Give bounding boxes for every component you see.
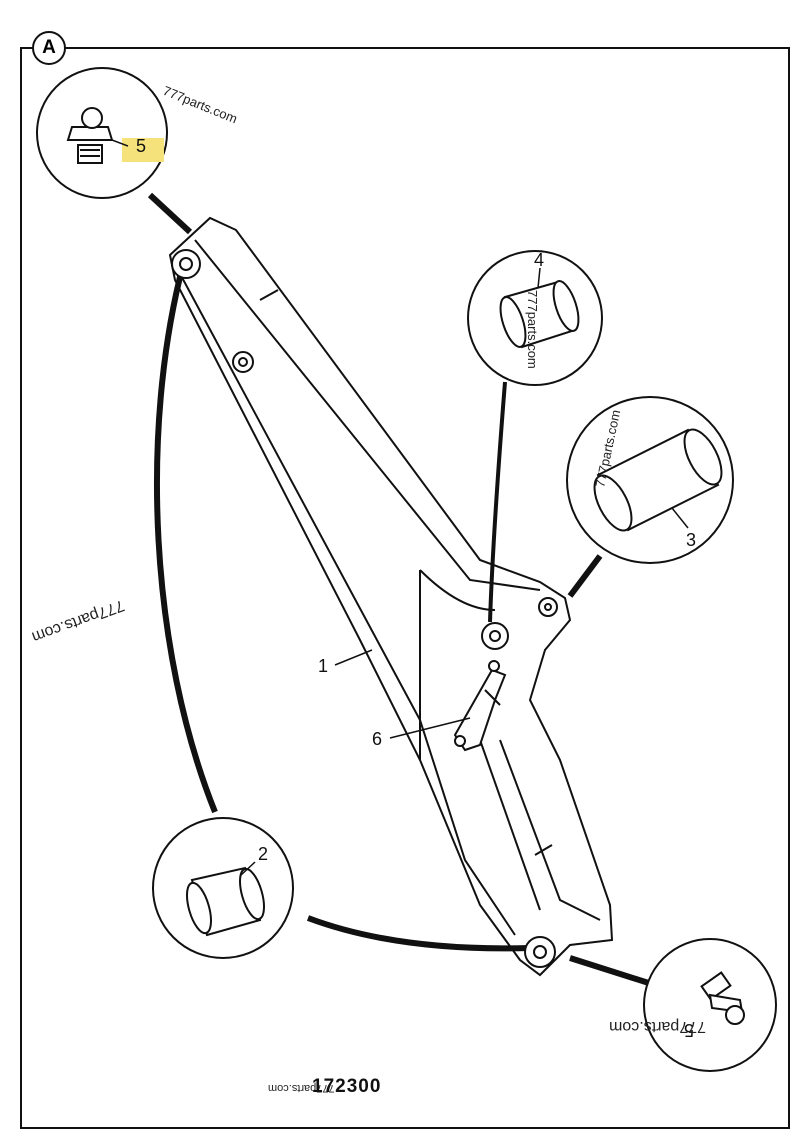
detail-circle-pin-3	[566, 396, 734, 564]
pin-icon	[593, 428, 723, 532]
leader-arc-bottom	[306, 915, 531, 952]
leader-arc-left	[153, 264, 218, 814]
callout-5-bottom: 5	[684, 1020, 694, 1040]
pivot-top	[171, 249, 201, 279]
callout-5-top: 5	[136, 136, 146, 156]
callout-4: 4	[534, 250, 544, 270]
callout-2: 2	[258, 844, 268, 864]
callout-6: 6	[372, 729, 382, 749]
leader-circle-4	[488, 381, 507, 623]
diagram-frame	[20, 47, 790, 1129]
grease-nipple-small-icon	[700, 971, 745, 1025]
leader-circle-3	[567, 554, 603, 598]
detail-circle-bush-2	[152, 817, 294, 959]
pivot-right	[481, 597, 558, 650]
watermark-left: 777parts.com	[30, 596, 127, 645]
figure-number: 172300	[312, 1076, 382, 1097]
boom-arm	[168, 216, 614, 977]
bush-icon	[499, 280, 580, 349]
watermark-top: 777parts.com	[161, 83, 240, 126]
bush-small-icon	[186, 866, 265, 937]
leader-bottom-right	[569, 955, 656, 988]
view-label: A	[32, 31, 66, 65]
pivot-bottom	[524, 936, 556, 968]
pivot-mid	[232, 351, 254, 373]
detail-circle-grease-nipple-top	[36, 67, 168, 199]
callout-5-highlight	[122, 138, 164, 162]
callout-3: 3	[686, 530, 696, 550]
watermark-bottom-right: 777parts.com	[609, 1018, 706, 1035]
callout-1: 1	[318, 656, 328, 676]
leader-top-circle	[147, 192, 193, 235]
detail-circle-grease-nipple-bottom	[643, 938, 777, 1072]
latch-part	[453, 660, 507, 752]
detail-circle-bush-4	[467, 250, 603, 386]
watermark-circle-4: 777parts.com	[525, 290, 540, 369]
